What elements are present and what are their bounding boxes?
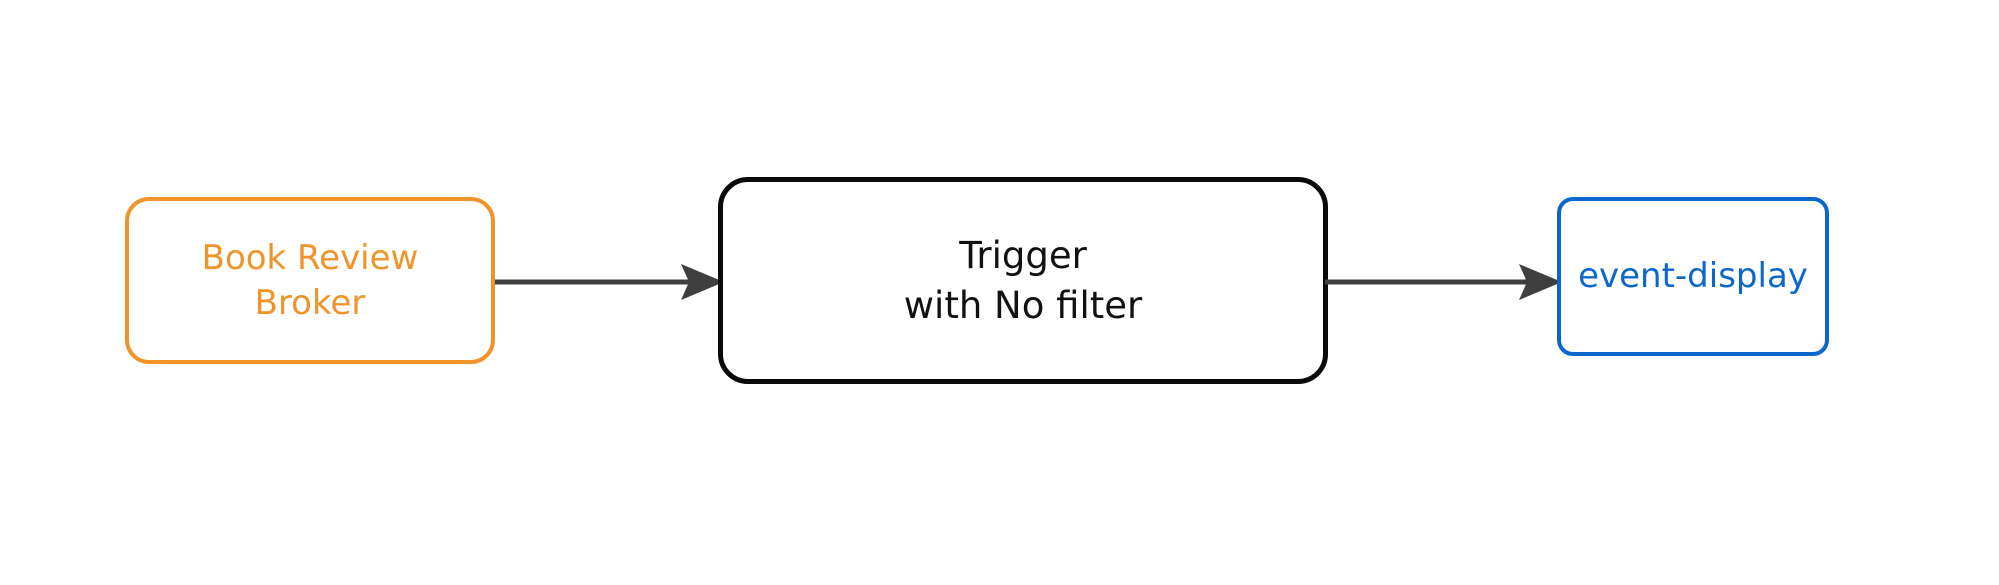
sink-label: event-display bbox=[1578, 256, 1808, 297]
node-label-line-2: Broker bbox=[254, 282, 366, 323]
edge-broker-to-trigger bbox=[493, 262, 725, 302]
node-book-review-broker[interactable]: Book Review Broker bbox=[125, 197, 495, 364]
arrow-icon bbox=[495, 264, 724, 300]
node-trigger-with-no-filter[interactable]: Trigger with No filter bbox=[718, 177, 1328, 384]
trigger-label-line-1: Trigger bbox=[959, 233, 1087, 277]
edge-trigger-to-event-display bbox=[1323, 262, 1563, 302]
arrow-icon bbox=[1325, 264, 1562, 300]
node-label-line-1: Book Review bbox=[201, 237, 419, 278]
node-event-display[interactable]: event-display bbox=[1557, 197, 1829, 356]
trigger-label-line-2: with No filter bbox=[903, 283, 1143, 327]
